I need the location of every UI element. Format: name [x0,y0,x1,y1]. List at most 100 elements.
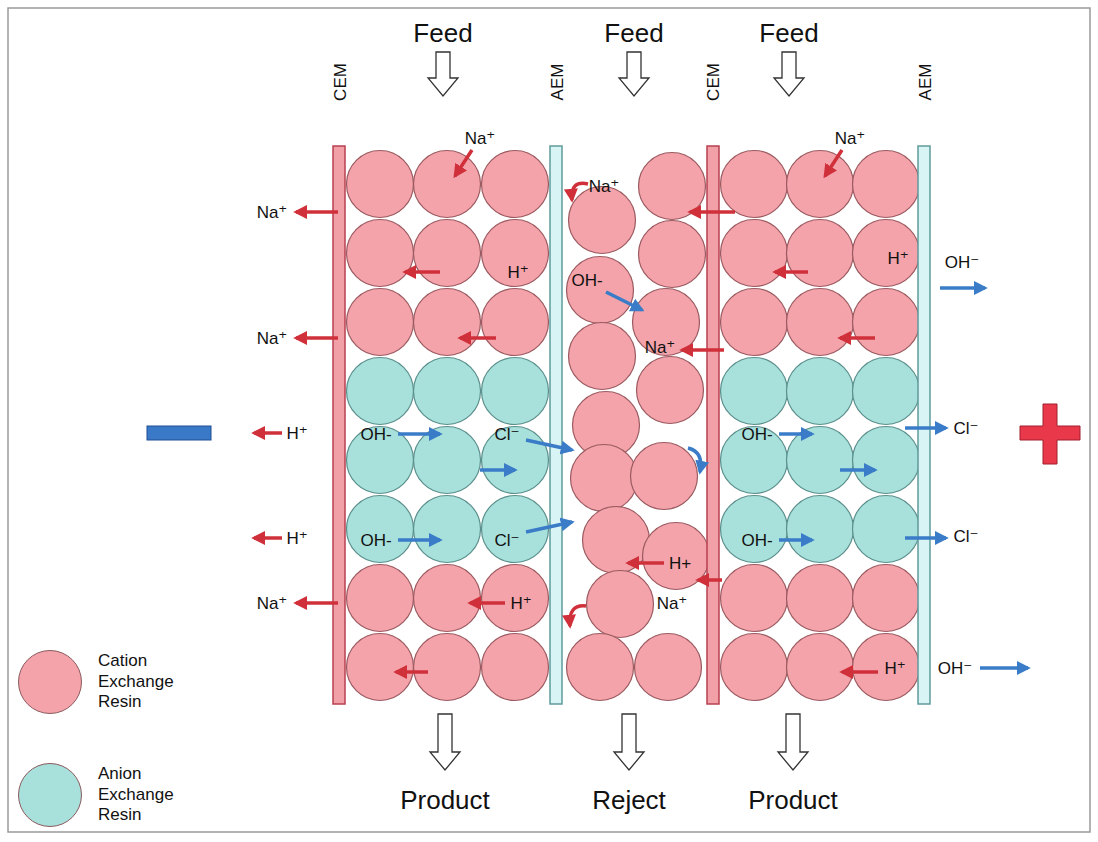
cation-resin-bead [347,634,414,701]
cation-resin-bead [853,565,920,632]
ion-arrow [606,292,642,310]
flow-label: Feed [604,20,663,46]
ion-label: Na⁺ [835,130,866,147]
anion-resin-bead [414,358,481,425]
flow-label: Feed [759,20,818,46]
membrane-label: AEM [917,64,934,101]
ion-arrow [905,536,946,540]
cation-resin-bead [853,289,920,356]
ion-arrow [779,432,812,436]
ion-label: Na⁺ [257,204,288,221]
cation-resin-bead [721,289,788,356]
ion-label: H⁺ [887,250,908,267]
cation-resin-bead [787,289,854,356]
anion-membrane [550,146,562,704]
ion-label: OH- [360,532,391,549]
ion-arrow [396,670,428,674]
ion-arrow [470,601,505,605]
anion-resin-bead [482,358,549,425]
legend-text: Cation Exchange Resin [98,651,188,712]
ion-label: H⁺ [286,425,307,442]
cation-resin-bead [853,220,920,287]
ion-arrow [825,150,842,176]
anion-resin-bead [414,427,481,494]
ion-arrow [398,432,440,436]
cation-resin-bead [639,153,706,220]
flow-arrow [774,52,804,96]
cation-resin-bead [569,323,636,390]
ion-label: Cl⁻ [953,528,978,545]
ion-label: Na⁺ [657,595,688,612]
flow-label: Reject [592,787,666,813]
ion-label: H⁺ [286,530,307,547]
cation-resin-bead [482,634,549,701]
cation-resin-bead [482,289,549,356]
cation-resin-bead [347,289,414,356]
membrane-label: CEM [705,63,722,101]
anion-resin-bead [787,427,854,494]
cation-resin-bead [414,565,481,632]
ion-label: Cl⁻ [494,532,519,549]
cation-resin-bead [482,220,549,287]
ion-arrow [254,536,282,540]
cation-resin-bead [721,220,788,287]
cation-resin-bead [414,289,481,356]
ion-arrow [455,150,472,176]
ion-label: OH⁻ [945,254,979,271]
ion-arrow [398,538,440,542]
cation-resin-bead [482,565,549,632]
cation-resin-bead [633,289,700,356]
ion-arrow [460,336,496,340]
anion-resin-bead [347,358,414,425]
cation-resin-bead [571,445,638,512]
ion-arrow [698,578,722,582]
ion-arrow [254,431,282,435]
cation-membrane [707,146,719,704]
cation-resin-bead [853,634,920,701]
ion-label: H⁺ [510,595,531,612]
ion-label: Na⁺ [645,339,676,356]
anion-resin-bead [347,427,414,494]
ion-label: Na⁺ [589,178,620,195]
ion-arrow [628,561,664,565]
anion-resin-bead [482,427,549,494]
anion-resin-bead [853,427,920,494]
ion-arrow [296,601,338,605]
anion-resin-bead [414,496,481,563]
ion-arrow [682,348,724,352]
ion-arrow [779,538,812,542]
ion-label: OH⁻ [938,660,972,677]
cation-resin-bead [414,151,481,218]
ion-arrow [980,666,1028,670]
anion-resin-bead [787,496,854,563]
legend-text: Anion Exchange Resin [98,764,188,825]
cation-resin-bead [787,220,854,287]
ion-arrow [905,426,946,430]
ion-arrow [296,336,338,340]
cation-resin-bead [639,221,706,288]
cation-resin-bead [347,220,414,287]
cation-resin-bead [721,151,788,218]
ion-label: Na⁺ [257,330,288,347]
ion-label: OH- [360,426,391,443]
ion-label: Cl⁻ [953,420,978,437]
cation-resin-bead [414,634,481,701]
anion-resin-bead [853,358,920,425]
legend-swatch [18,763,82,827]
flow-arrow [619,52,649,96]
membrane-label: AEM [549,64,566,101]
cation-resin-bead [787,151,854,218]
anion-resin-bead [347,496,414,563]
flow-arrow [778,714,808,770]
ion-arrow [526,440,572,450]
cation-resin-bead [637,357,704,424]
ion-arrow [775,270,808,274]
cation-resin-bead [587,571,654,638]
flow-label: Feed [413,20,472,46]
ion-arrow [840,336,875,340]
ion-arrow [526,522,572,532]
cation-resin-bead [635,634,702,701]
anion-resin-bead [721,427,788,494]
ion-arrow [296,210,338,214]
